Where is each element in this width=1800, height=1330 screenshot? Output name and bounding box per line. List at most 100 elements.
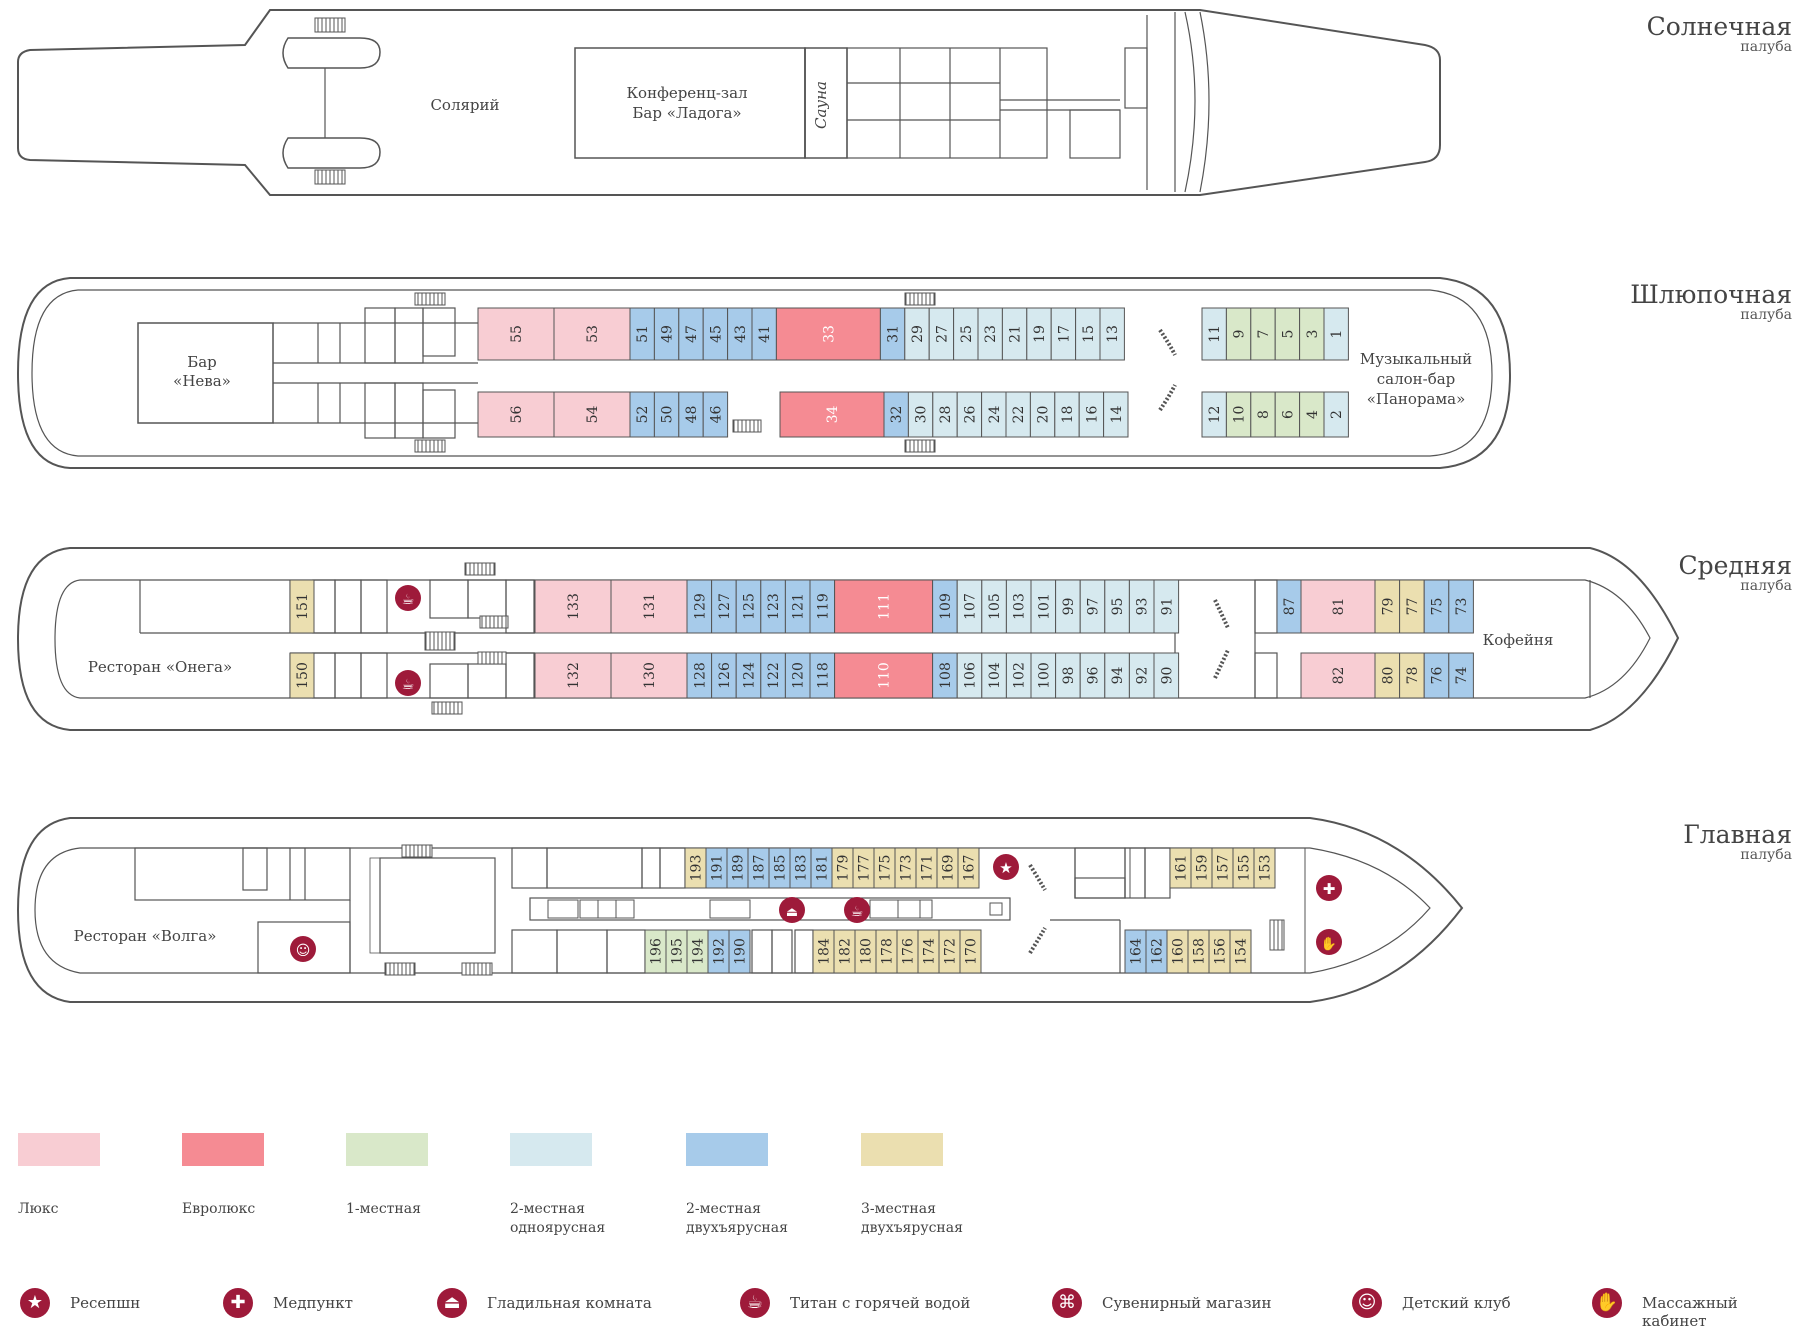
cabin-block[interactable] [981,391,1007,438]
cabin-block[interactable] [629,307,655,361]
cabin-16[interactable]: 16 [1078,391,1105,438]
cabin-55[interactable]: 55 [477,307,555,361]
cabin-block[interactable] [727,307,753,361]
cabin-block[interactable] [610,579,688,634]
cabin-block[interactable] [1423,579,1450,634]
cabin-block[interactable] [1201,391,1227,438]
cabin-block[interactable] [932,579,958,634]
cabin-block[interactable] [1276,579,1302,634]
cabin-11[interactable]: 11 [1201,307,1227,361]
cabin-block[interactable] [977,307,1003,361]
cabin-126[interactable]: 126 [711,652,737,699]
cabin-118[interactable]: 118 [809,652,836,699]
cabin-190[interactable]: 190 [728,929,751,974]
cabin-block[interactable] [775,307,881,361]
cabin-block[interactable] [1225,391,1252,438]
cabin-block[interactable] [1055,579,1081,634]
cabin-172[interactable]: 172 [938,929,961,974]
cabin-block[interactable] [1274,307,1301,361]
cabin-92[interactable]: 92 [1128,652,1155,699]
cabin-block[interactable] [702,391,729,438]
cabin-94[interactable]: 94 [1104,652,1130,699]
cabin-8[interactable]: 8 [1250,391,1276,438]
cabin-106[interactable]: 106 [956,652,983,699]
cabin-176[interactable]: 176 [896,929,919,974]
cabin-5[interactable]: 5 [1274,307,1301,361]
cabin-158[interactable]: 158 [1187,929,1210,974]
cabin-181[interactable]: 181 [810,847,833,889]
cabin-27[interactable]: 27 [928,307,955,361]
cabin-75[interactable]: 75 [1423,579,1450,634]
cabin-105[interactable]: 105 [981,579,1007,634]
cabin-169[interactable]: 169 [936,847,959,889]
cabin-101[interactable]: 101 [1030,579,1057,634]
cabin-81[interactable]: 81 [1300,579,1376,634]
cabin-78[interactable]: 78 [1399,652,1425,699]
cabin-block[interactable] [932,652,958,699]
cabin-54[interactable]: 54 [553,391,631,438]
cabin-109[interactable]: 109 [932,579,958,634]
cabin-block[interactable] [1448,579,1474,634]
cabin-95[interactable]: 95 [1104,579,1130,634]
cabin-block[interactable] [678,307,704,361]
cabin-3[interactable]: 3 [1299,307,1325,361]
cabin-block[interactable] [1153,579,1180,634]
cabin-171[interactable]: 171 [915,847,938,889]
cabin-185[interactable]: 185 [768,847,791,889]
cabin-block[interactable] [784,652,811,699]
cabin-102[interactable]: 102 [1005,652,1032,699]
cabin-7[interactable]: 7 [1250,307,1276,361]
cabin-block[interactable] [957,847,980,889]
cabin-block[interactable] [1300,579,1376,634]
cabin-block[interactable] [779,391,885,438]
cabin-41[interactable]: 41 [751,307,777,361]
cabin-119[interactable]: 119 [809,579,836,634]
cabin-17[interactable]: 17 [1050,307,1077,361]
cabin-183[interactable]: 183 [789,847,812,889]
cabin-13[interactable]: 13 [1099,307,1125,361]
cabin-34[interactable]: 34 [779,391,885,438]
cabin-block[interactable] [534,579,612,634]
cabin-block[interactable] [1075,307,1101,361]
cabin-block[interactable] [735,652,762,699]
cabin-block[interactable] [686,579,713,634]
cabin-block[interactable] [1078,391,1105,438]
cabin-2[interactable]: 2 [1323,391,1349,438]
cabin-121[interactable]: 121 [784,579,811,634]
cabin-block[interactable] [711,579,737,634]
cabin-32[interactable]: 32 [883,391,909,438]
cabin-block[interactable] [1250,307,1276,361]
cabin-block[interactable] [1001,307,1028,361]
cabin-block[interactable] [1448,652,1474,699]
cabin-block[interactable] [981,579,1007,634]
cabin-156[interactable]: 156 [1208,929,1231,974]
cabin-164[interactable]: 164 [1124,929,1147,974]
cabin-block[interactable] [1005,652,1032,699]
cabin-155[interactable]: 155 [1232,847,1255,889]
cabin-19[interactable]: 19 [1026,307,1052,361]
cabin-132[interactable]: 132 [534,652,612,699]
cabin-26[interactable]: 26 [956,391,983,438]
cabin-91[interactable]: 91 [1153,579,1180,634]
cabin-block[interactable] [1128,579,1155,634]
cabin-49[interactable]: 49 [653,307,680,361]
cabin-block[interactable] [1050,307,1077,361]
cabin-45[interactable]: 45 [702,307,729,361]
cabin-block[interactable] [534,652,612,699]
cabin-block[interactable] [1253,847,1276,889]
cabin-159[interactable]: 159 [1190,847,1213,889]
cabin-178[interactable]: 178 [875,929,898,974]
cabin-block[interactable] [686,652,713,699]
cabin-111[interactable]: 111 [834,579,934,634]
cabin-99[interactable]: 99 [1055,579,1081,634]
cabin-93[interactable]: 93 [1128,579,1155,634]
cabin-98[interactable]: 98 [1055,652,1081,699]
cabin-191[interactable]: 191 [705,847,728,889]
cabin-80[interactable]: 80 [1374,652,1401,699]
cabin-193[interactable]: 193 [684,847,707,889]
cabin-block[interactable] [289,579,315,634]
cabin-block[interactable] [751,307,777,361]
cabin-74[interactable]: 74 [1448,652,1474,699]
cabin-block[interactable] [1399,579,1425,634]
cabin-29[interactable]: 29 [904,307,930,361]
